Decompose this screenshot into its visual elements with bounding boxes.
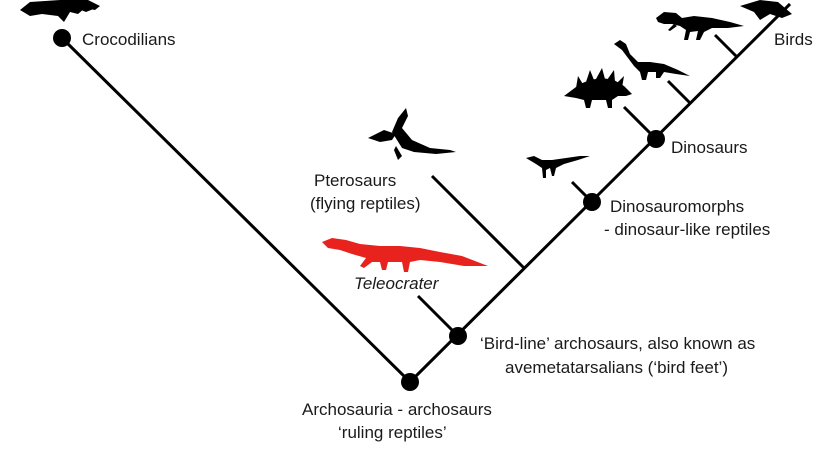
dinosauromorphs-node: [583, 193, 601, 211]
crocodile-silhouette-icon: [20, 0, 100, 22]
theropod-silhouette-icon: [656, 12, 744, 40]
dinosauromorph-silhouette-icon: [526, 156, 590, 178]
teleocrater-silhouette-icon: [322, 238, 488, 272]
dinosauromorphs-label-line1: Dinosauromorphs: [610, 197, 744, 216]
archosauria-node: [401, 373, 419, 391]
stegosaur-silhouette-icon: [564, 68, 632, 108]
bird-line-trunk: [408, 2, 792, 384]
sauropod-branch: [666, 79, 692, 105]
archosauria-label-line2: ‘ruling reptiles’: [338, 423, 447, 442]
dinosauromorphs-label-line2: - dinosaur-like reptiles: [604, 220, 770, 239]
crocodilians-label: Crocodilians: [82, 30, 176, 49]
archosauria-label-line1: Archosauria - archosaurs: [302, 400, 492, 419]
birds-label: Birds: [774, 30, 813, 49]
dinosaurs-node: [647, 130, 665, 148]
pterosaur-branch: [430, 174, 526, 270]
bird-line-label-line1: ‘Bird-line’ archosaurs, also known as: [480, 334, 755, 353]
bird-line-node: [449, 327, 467, 345]
bird-silhouette-icon: [740, 0, 792, 20]
dinosaurs-label: Dinosaurs: [671, 138, 748, 157]
crocodilians-node: [53, 29, 71, 47]
pterosaurs-label-line1: Pterosaurs: [314, 171, 396, 190]
crocodilian-branch: [60, 36, 412, 384]
pterosaurs-label-line2: (flying reptiles): [310, 194, 421, 213]
teleocrater-label: Teleocrater: [354, 274, 440, 293]
pterosaur-silhouette-icon: [368, 108, 456, 160]
teleocrater-branch: [416, 294, 460, 338]
theropod-branch: [713, 33, 739, 59]
bird-line-label-line2: avemetatarsalians (‘bird feet’): [505, 358, 728, 377]
sauropod-silhouette-icon: [614, 40, 690, 80]
